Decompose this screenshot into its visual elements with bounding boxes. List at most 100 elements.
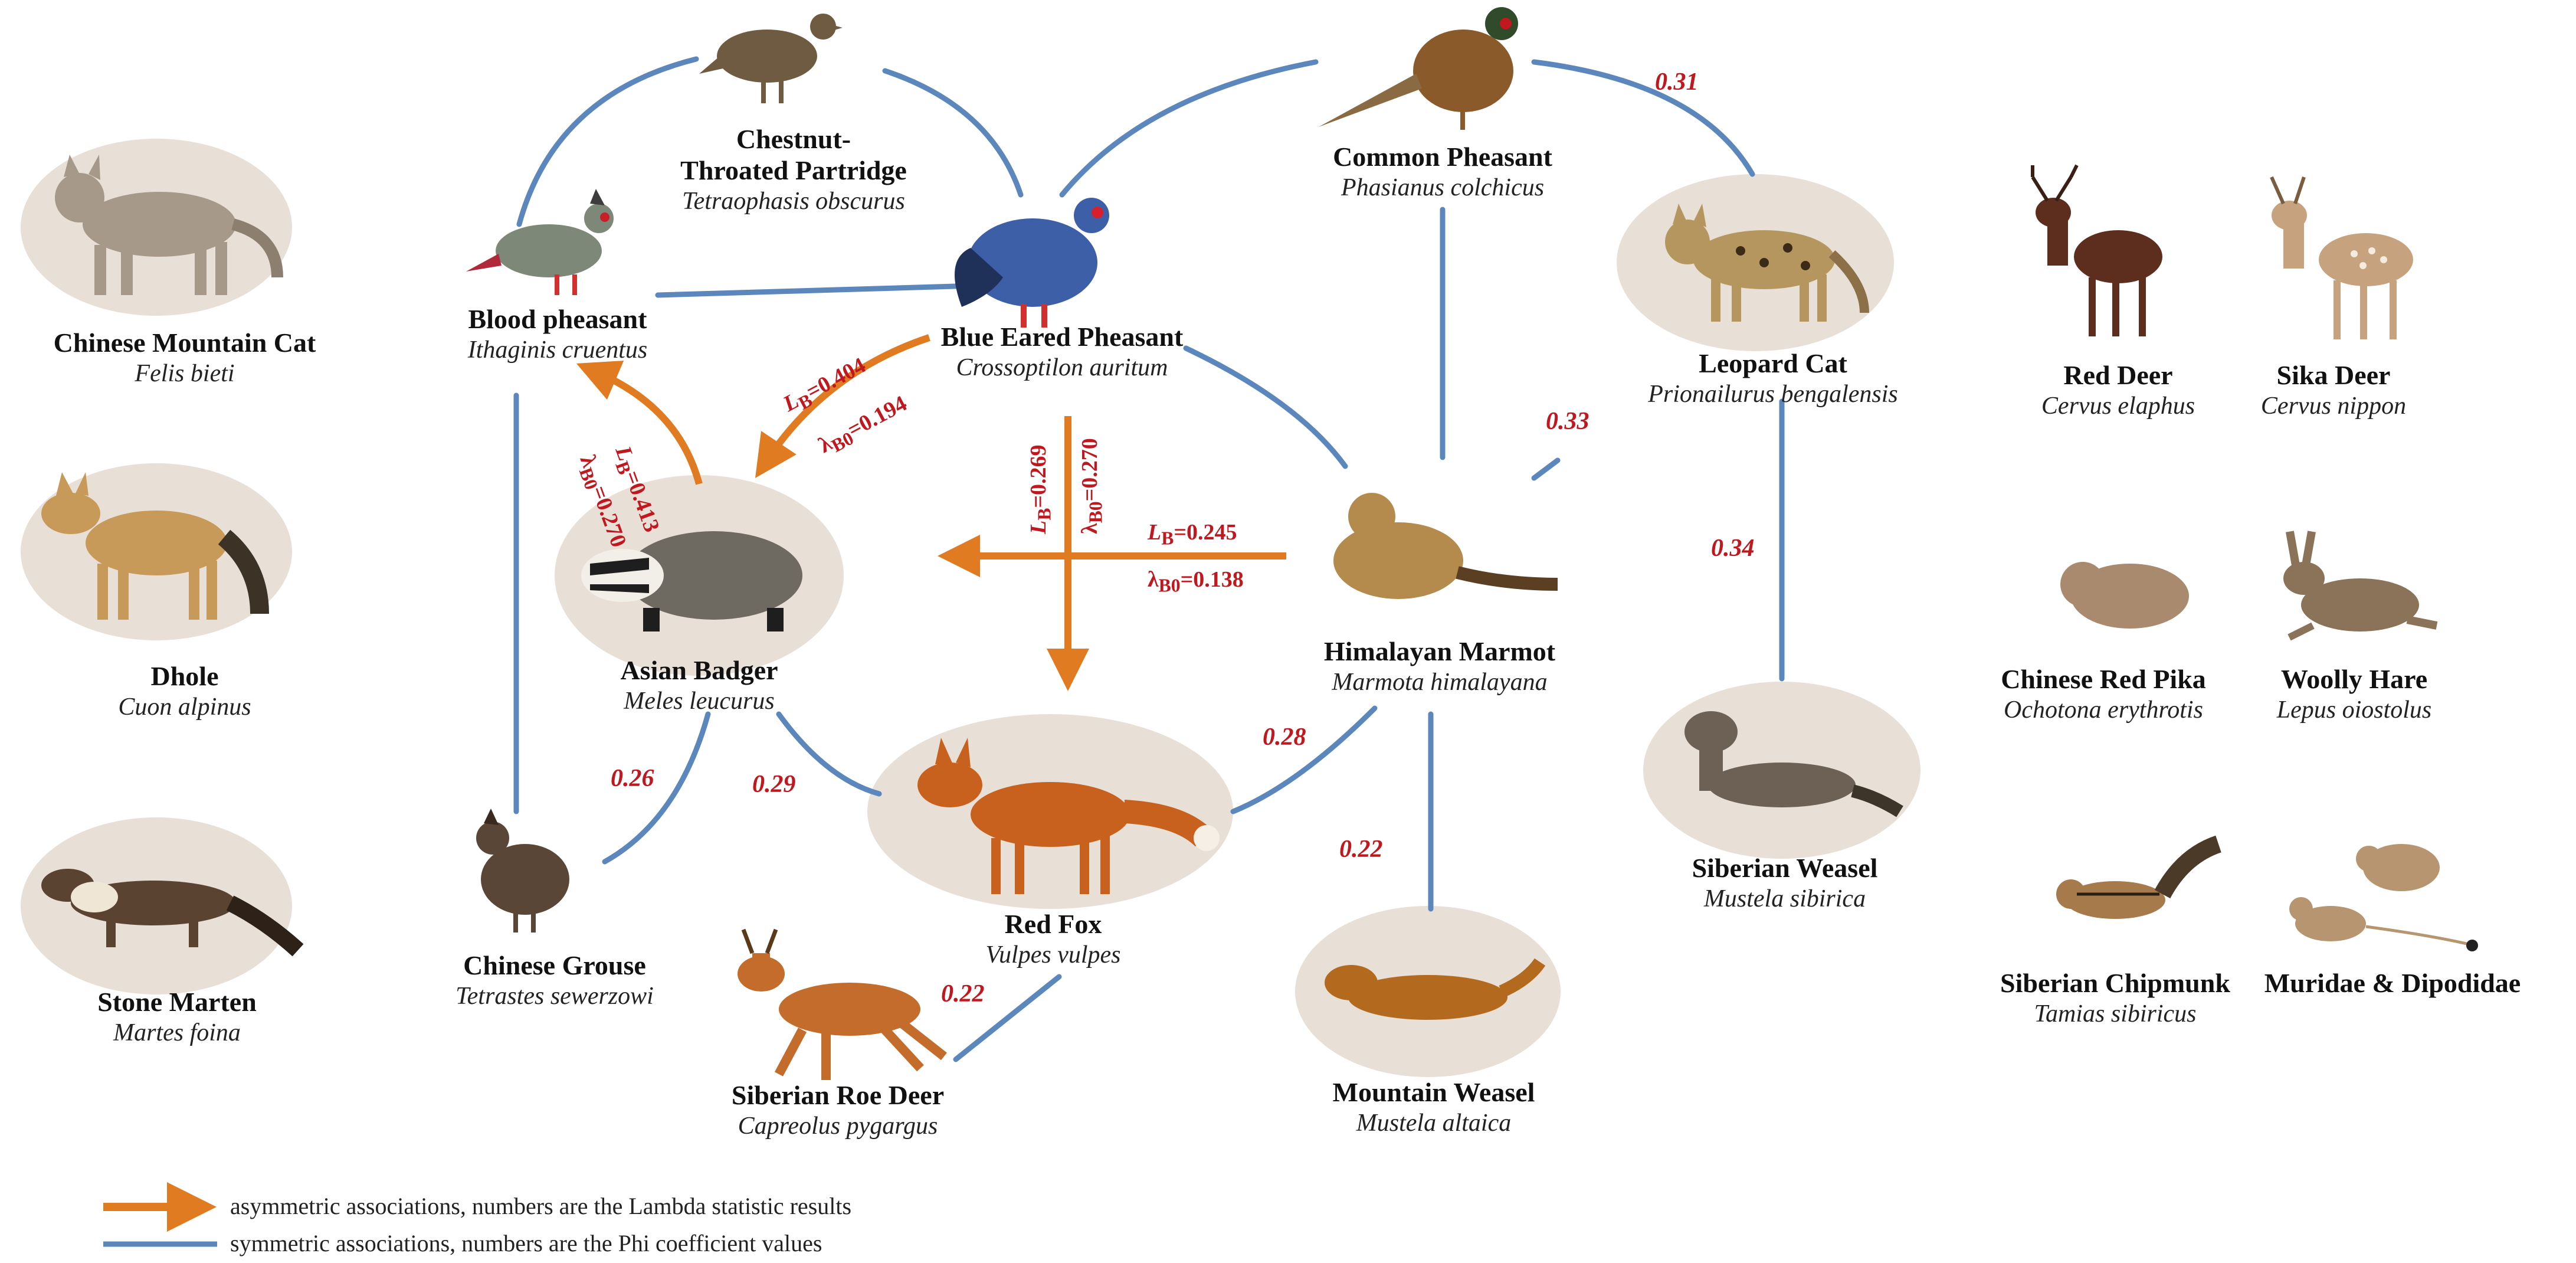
scientific-name: Ithaginis cruentus [467, 336, 648, 364]
chinese-grouse-icon [476, 809, 569, 932]
asian-badger-icon [581, 531, 802, 632]
chipmunk-icon [2056, 835, 2222, 919]
common-name: Muridae & Dipodidae [2264, 968, 2521, 998]
label-blood-pheasant: Blood pheasant Ithaginis cruentus [468, 304, 647, 365]
lambda-marmot-lb: LB=0.245 [1148, 519, 1237, 549]
blood-pheasant-icon [466, 189, 614, 295]
label-chinese-mountain-cat: Chinese Mountain Cat Felis bieti [54, 328, 316, 388]
chinese-mountain-cat-icon [55, 155, 283, 295]
lambda-symbol: λ [1148, 567, 1159, 592]
lambda-symbol: L [1148, 520, 1162, 545]
scientific-name: Felis bieti [135, 359, 235, 387]
asymmetric-arrows [576, 334, 1286, 691]
phi-fox-roedeer: 0.22 [941, 980, 985, 1007]
line-leopard-to-marmot [1531, 457, 1561, 481]
lambda-fox-l0: λB0=0.270 [1077, 438, 1107, 534]
common-pheasant-icon [1319, 7, 1518, 130]
scientific-name: Meles leucurus [624, 687, 775, 715]
common-name: Chinese Grouse [463, 950, 646, 980]
scientific-name: Cervus elaphus [2041, 392, 2195, 420]
red-deer-icon [2031, 164, 2162, 336]
label-muridae-dipodidae: Muridae & Dipodidae [2264, 968, 2521, 999]
scientific-name: Martes foina [113, 1019, 241, 1046]
common-name: Chinese Red Pika [2001, 664, 2206, 694]
scientific-name: Cervus nippon [2260, 392, 2407, 420]
sika-deer-icon [2270, 176, 2413, 339]
lambda-value: =0.138 [1180, 567, 1244, 592]
label-chinese-grouse: Chinese Grouse Tetrastes sewerzowi [455, 950, 654, 1011]
scientific-name: Vulpes vulpes [985, 941, 1121, 968]
lambda-sub: B0 [1085, 501, 1106, 523]
line-badger-to-fox [776, 711, 882, 797]
scientific-name: Marmota himalayana [1332, 668, 1548, 696]
common-name: Siberian Weasel [1692, 853, 1878, 883]
line-blood-to-blue-eared [655, 283, 959, 298]
label-dhole: Dhole Cuon alpinus [118, 661, 251, 722]
common-name: Blue Eared Pheasant [940, 322, 1184, 352]
blue-eared-pheasant-icon [955, 198, 1109, 328]
lambda-fox-lb: LB=0.269 [1025, 445, 1056, 535]
common-name: Red Fox [1004, 909, 1102, 939]
phi-marmot-fox: 0.28 [1263, 724, 1306, 751]
label-common-pheasant: Common Pheasant Phasianus colchicus [1333, 142, 1552, 202]
common-name: Leopard Cat [1699, 348, 1847, 378]
label-mountain-weasel: Mountain Weasel Mustela altaica [1333, 1077, 1535, 1138]
common-name: Stone Marten [97, 987, 257, 1017]
line-marmot-to-fox [1230, 705, 1378, 814]
scientific-name: Tamias sibiricus [2034, 1000, 2197, 1028]
lambda-sub: B0 [1158, 575, 1181, 596]
line-blood-to-partridge [516, 56, 699, 227]
chestnut-partridge-icon [699, 14, 843, 103]
label-chestnut-partridge: Chestnut- Throated Partridge Tetraophasi… [680, 124, 907, 216]
lambda-marmot-l0: λB0=0.138 [1148, 567, 1244, 597]
line-common-pheasant-to-leopard [1531, 59, 1755, 177]
line-partridge-to-blue-eared [882, 68, 1024, 198]
common-name: Chinese Mountain Cat [53, 328, 316, 358]
lambda-symbol: λ [1077, 523, 1102, 534]
lambda-value: =0.270 [1077, 438, 1102, 502]
scientific-name: Lepus oiostolus [2276, 696, 2432, 724]
label-asian-badger: Asian Badger Meles leucurus [620, 655, 778, 716]
common-name-line1: Chestnut- [736, 124, 851, 154]
label-stone-marten: Stone Marten Martes foina [97, 987, 257, 1048]
lambda-value: =0.269 [1026, 444, 1051, 508]
common-name: Woolly Hare [2280, 664, 2428, 694]
pika-icon [2060, 562, 2189, 629]
rodents-icon [2289, 844, 2478, 951]
phi-leopard-marmot: 0.33 [1546, 408, 1589, 435]
common-name: Dhole [150, 661, 219, 691]
dhole-icon [41, 472, 269, 620]
common-name: Asian Badger [620, 655, 778, 685]
common-name: Himalayan Marmot [1323, 636, 1556, 666]
common-name: Blood pheasant [468, 304, 647, 334]
legend-asymmetric-text: asymmetric associations, numbers are the… [230, 1193, 852, 1219]
label-blue-eared-pheasant: Blue Eared Pheasant Crossoptilon auritum [941, 322, 1184, 382]
common-name: Mountain Weasel [1332, 1077, 1535, 1107]
label-siberian-weasel: Siberian Weasel Mustela sibirica [1692, 853, 1878, 914]
common-name: Siberian Roe Deer [731, 1080, 945, 1110]
scientific-name: Ochotona erythrotis [2004, 696, 2203, 724]
arrow-badger-to-blood [576, 361, 703, 485]
himalayan-marmot-icon [1333, 493, 1558, 599]
leopard-cat-icon [1665, 204, 1869, 322]
scientific-name: Crossoptilon auritum [956, 354, 1168, 381]
line-fox-to-roe-deer [953, 974, 1062, 1062]
lambda-symbol: L [1026, 520, 1051, 534]
mountain-weasel-icon [1325, 958, 1546, 1020]
animal-illustrations [41, 7, 2478, 1080]
common-name-line2: Throated Partridge [680, 155, 907, 185]
label-himalayan-marmot: Himalayan Marmot Marmota himalayana [1324, 636, 1555, 697]
scientific-name: Phasianus colchicus [1341, 174, 1545, 201]
scientific-name: Mustela sibirica [1703, 885, 1866, 912]
scientific-name: Mustela altaica [1356, 1109, 1512, 1137]
siberian-weasel-icon [1684, 711, 1903, 817]
common-name: Sika Deer [2276, 360, 2391, 390]
lambda-value: =0.245 [1174, 520, 1237, 545]
red-fox-icon [917, 738, 1220, 894]
scientific-name: Capreolus pygargus [738, 1112, 938, 1140]
lambda-sub: B [1161, 528, 1174, 549]
scientific-name: Tetrastes sewerzowi [455, 982, 654, 1010]
phi-marmot-mtweasel: 0.22 [1339, 836, 1383, 863]
